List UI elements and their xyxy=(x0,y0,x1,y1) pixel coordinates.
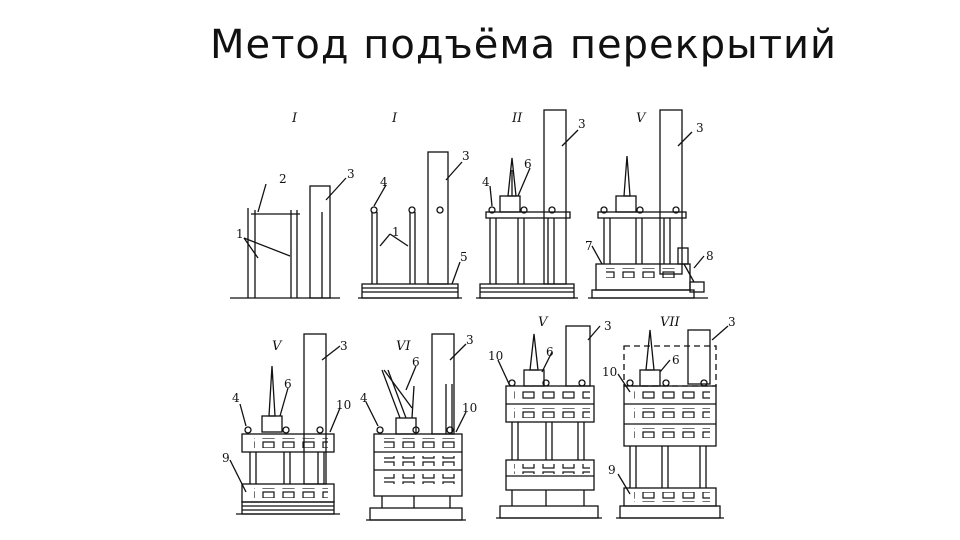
label-6: 6 xyxy=(524,157,532,171)
panel-stage-1: I 1 2 3 xyxy=(230,111,355,299)
label-10: 10 xyxy=(336,398,351,412)
label-10: 10 xyxy=(602,365,617,379)
panel-stage-3: II 4 6 3 xyxy=(476,109,586,299)
stage-label-4: V xyxy=(636,111,647,126)
panel-stage-2: I 4 1 3 5 xyxy=(358,111,470,299)
stage-label-2: I xyxy=(391,111,398,126)
label-3: 3 xyxy=(466,333,474,347)
label-6: 6 xyxy=(546,345,554,359)
label-8: 8 xyxy=(706,249,714,263)
label-3: 3 xyxy=(728,315,736,329)
label-1: 1 xyxy=(392,225,400,239)
stage-label-7: V xyxy=(538,315,549,330)
panel-stage-7: V 10 6 3 xyxy=(488,315,612,519)
label-3: 3 xyxy=(604,319,612,333)
label-9: 9 xyxy=(608,463,616,477)
stage-label-5: V xyxy=(272,339,283,354)
slide-title: Метод подъёма перекрытий xyxy=(210,22,838,68)
label-3: 3 xyxy=(462,149,470,163)
label-5: 5 xyxy=(460,250,468,264)
label-6: 6 xyxy=(284,377,292,391)
label-6: 6 xyxy=(672,353,680,367)
label-3: 3 xyxy=(347,167,355,181)
stage-label-6: VI xyxy=(396,339,411,354)
label-9: 9 xyxy=(222,451,230,465)
label-4: 4 xyxy=(360,391,368,405)
label-3: 3 xyxy=(340,339,348,353)
label-7: 7 xyxy=(585,239,593,253)
label-4: 4 xyxy=(482,175,490,189)
label-10: 10 xyxy=(488,349,503,363)
label-4: 4 xyxy=(380,175,388,189)
label-1: 1 xyxy=(236,227,244,241)
panel-stage-8: VII 10 6 3 9 xyxy=(602,315,736,519)
label-10: 10 xyxy=(462,401,477,415)
label-4: 4 xyxy=(232,391,240,405)
panel-stage-6: VI 4 6 3 10 xyxy=(360,333,477,521)
panel-stage-5: V 4 6 3 10 9 xyxy=(222,333,351,515)
label-2: 2 xyxy=(279,172,287,186)
label-3: 3 xyxy=(696,121,704,135)
label-6: 6 xyxy=(412,355,420,369)
label-3: 3 xyxy=(578,117,586,131)
stage-label-8: VII xyxy=(660,315,681,330)
stage-label-1: I xyxy=(291,111,298,126)
panel-stage-4: V 7 8 3 xyxy=(585,109,714,299)
stage-label-3: II xyxy=(511,111,523,126)
